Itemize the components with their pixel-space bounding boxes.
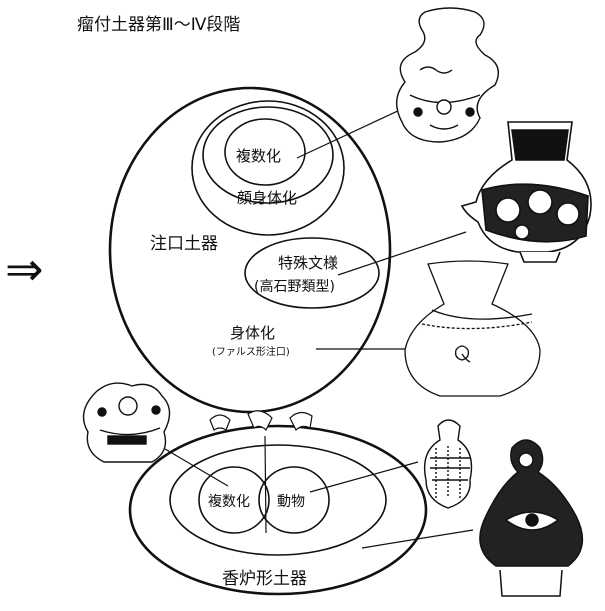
arrow-symbol: ⇒	[5, 242, 44, 296]
multiple-inner-oval	[224, 118, 306, 186]
animal-vessel-illustration	[423, 419, 473, 509]
incense-inner-oval	[169, 444, 387, 556]
body-label: 身体化	[230, 324, 275, 342]
animal-label: 動物	[277, 494, 305, 510]
figurine-illustration	[82, 382, 171, 463]
connector-appliques	[264, 435, 267, 534]
special-pattern-oval	[244, 237, 380, 309]
vessel-2-illustration	[460, 121, 592, 263]
multiple-label-lower: 複数化	[208, 493, 250, 510]
incense-burner-label: 香炉形土器	[222, 569, 307, 589]
connector-animal-vessel	[309, 461, 419, 493]
connector-burner	[361, 529, 474, 549]
special-pattern-label: 特殊文様	[278, 254, 338, 272]
spout-vessel-label: 注口土器	[150, 234, 218, 254]
vessel-1-illustration	[396, 7, 499, 143]
takaishino-type-label: (高石野類型)	[254, 278, 335, 295]
connector-figurine	[164, 448, 229, 487]
applique-figures-illustration	[209, 410, 313, 432]
animal-circle	[258, 466, 330, 534]
large-burner-illustration	[479, 439, 584, 597]
multiple-outer-oval	[202, 106, 334, 204]
connector-vessel-2	[337, 231, 467, 276]
multiple-label-upper: 複数化	[236, 147, 281, 165]
diagram-title: 瘤付土器第Ⅲ〜Ⅳ段階	[77, 15, 240, 35]
incense-burner-oval	[128, 424, 428, 596]
face-body-oval	[191, 100, 345, 236]
spout-vessel-oval	[108, 86, 392, 414]
multiple-circle-lower	[198, 466, 270, 534]
phallic-spout-label: (ファルス形注口)	[212, 345, 290, 358]
vessel-3-illustration	[404, 260, 541, 397]
face-body-label: 顔身体化	[237, 189, 297, 207]
